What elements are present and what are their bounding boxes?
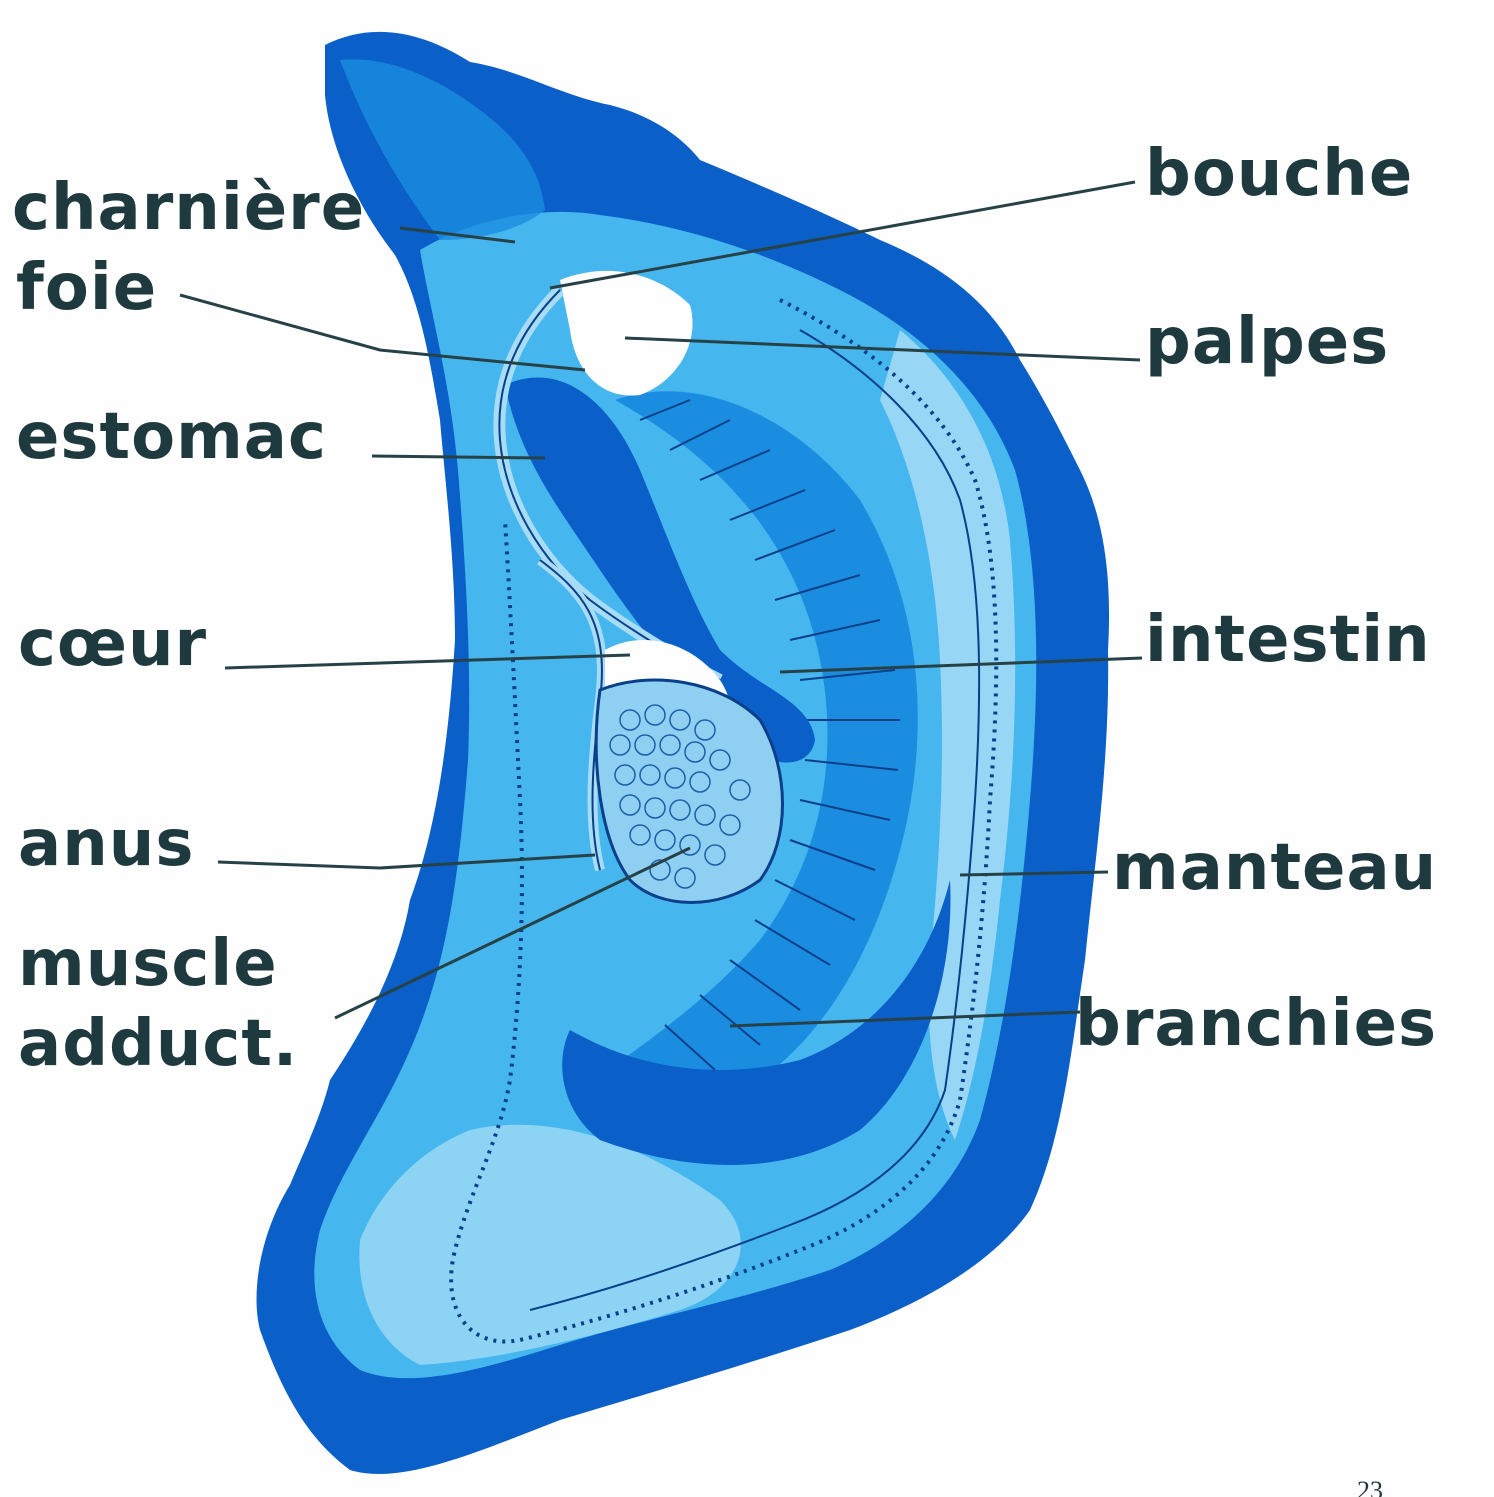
label-estomac: estomac (16, 405, 327, 469)
label-muscle-line2: adduct. (18, 1012, 298, 1076)
label-muscle-line1: muscle (18, 932, 278, 996)
label-palpes: palpes (1145, 310, 1389, 374)
label-charniere: charnière (12, 176, 365, 240)
leader-estomac (372, 456, 545, 458)
label-anus: anus (18, 812, 194, 876)
label-intestin: intestin (1145, 608, 1431, 672)
page-number: 23 (1357, 1478, 1383, 1497)
label-bouche: bouche (1145, 142, 1413, 206)
label-coeur: cœur (18, 612, 207, 676)
label-manteau: manteau (1112, 836, 1437, 900)
label-branchies: branchies (1075, 992, 1437, 1056)
label-foie: foie (16, 256, 157, 320)
